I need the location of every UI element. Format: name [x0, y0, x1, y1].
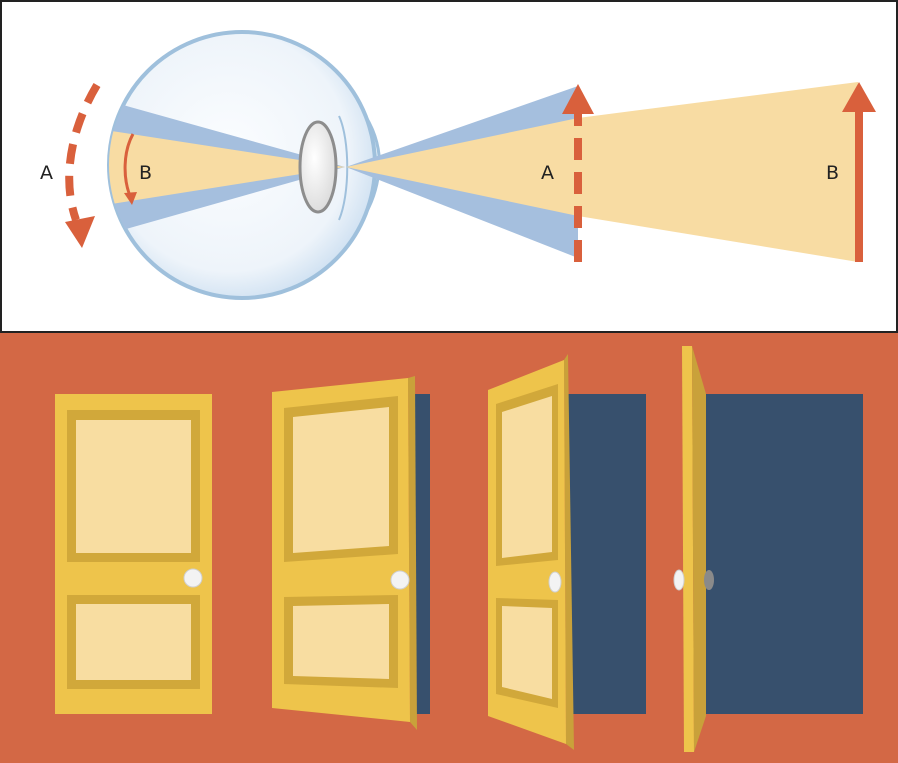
- door-4-slab-edge: [682, 346, 694, 752]
- door-3-knob: [549, 572, 561, 592]
- door-1-upper-panel: [76, 420, 191, 553]
- label-b-retina: B: [139, 162, 152, 184]
- doors-panel: [0, 333, 898, 763]
- door-4-knob-back: [704, 570, 714, 590]
- label-a-object: A: [541, 162, 554, 184]
- door-2-knob: [391, 571, 409, 589]
- label-a-left: A: [40, 162, 53, 184]
- door-3-lower-panel: [502, 606, 552, 699]
- door-2-upper-panel: [293, 407, 389, 553]
- door-half-open: [488, 354, 646, 750]
- door-closed: [55, 394, 212, 714]
- door-4-doorway: [705, 394, 863, 714]
- lens: [300, 122, 336, 212]
- door-1-knob: [184, 569, 202, 587]
- eye-diagram-panel: A B A B: [1, 1, 897, 332]
- door-4-knob-front: [674, 570, 684, 590]
- door-edge-on: [674, 346, 863, 752]
- door-4-face-shadow: [692, 346, 706, 752]
- door-1-lower-panel: [76, 604, 191, 680]
- door-slightly-open: [272, 376, 430, 730]
- label-b-object: B: [826, 162, 839, 184]
- door-2-lower-panel: [293, 604, 389, 679]
- door-3-doorway: [566, 394, 646, 714]
- door-3-upper-panel: [502, 396, 552, 558]
